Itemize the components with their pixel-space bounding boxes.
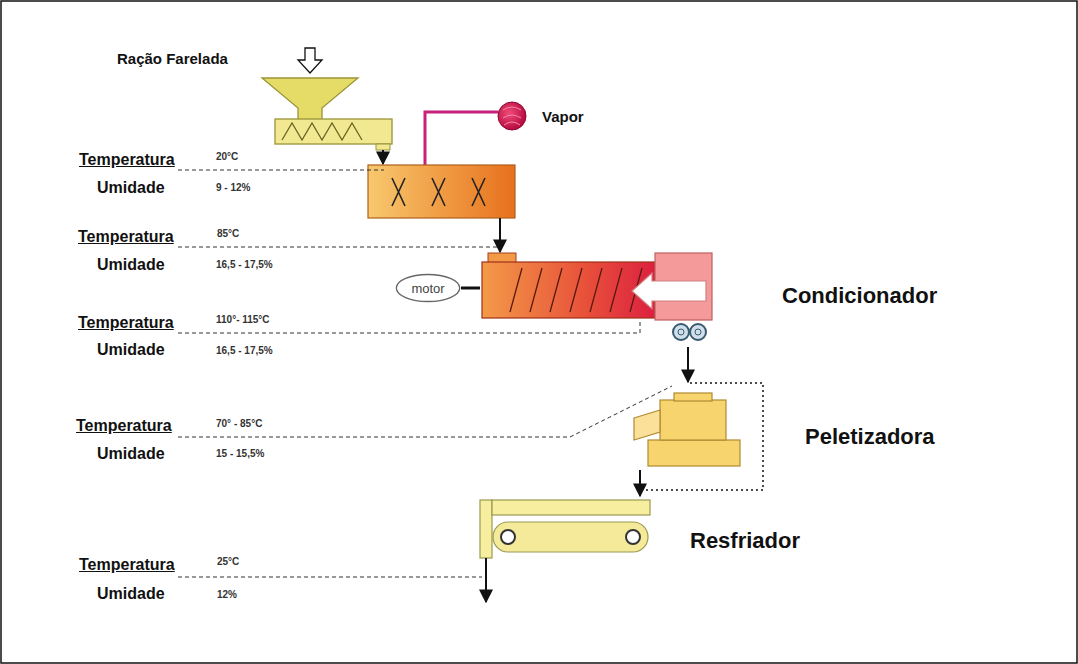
roller <box>690 324 706 340</box>
parameter-label: Umidade <box>97 445 165 463</box>
value-label: 70° - 85°C <box>216 418 262 430</box>
stream-label: Ração Farelada <box>117 50 228 67</box>
parameter-label: Umidade <box>97 585 165 603</box>
roller <box>673 324 689 340</box>
value-label: 110°- 115°C <box>216 314 270 326</box>
cooler-belt <box>493 522 648 552</box>
value-label: 15 - 15,5% <box>216 448 264 460</box>
cooler-top <box>492 500 650 515</box>
motor-label: motor <box>411 281 444 296</box>
parameter-label: Temperatura <box>79 151 175 169</box>
steam-pipe <box>425 112 498 165</box>
input-arrow <box>298 48 322 73</box>
recycle-line <box>644 383 763 490</box>
parameter-label: Temperatura <box>76 417 172 435</box>
equipment-label: Peletizadora <box>805 424 935 450</box>
equipment-box: Peletizadora <box>630 383 960 470</box>
pellet-mill-base <box>648 440 740 466</box>
value-label: 12% <box>217 589 237 601</box>
connector <box>639 470 641 496</box>
equipment-label: Condicionador <box>782 283 937 309</box>
cooler-post <box>480 500 492 558</box>
stream-label: Vapor <box>542 108 584 125</box>
parameter-label: Temperatura <box>78 228 174 246</box>
value-label: 16,5 - 17,5% <box>216 259 273 271</box>
connector <box>461 287 480 290</box>
steam-valve <box>498 102 526 130</box>
pellet-mill <box>660 400 726 440</box>
parameter-label: Umidade <box>97 179 165 197</box>
equipment-box: Resfriador <box>478 497 868 559</box>
value-label: 9 - 12% <box>216 182 250 194</box>
equipment-label: Resfriador <box>690 528 800 554</box>
value-label: 16,5 - 17,5% <box>216 345 273 357</box>
parameter-label: Temperatura <box>79 556 175 574</box>
motor-ellipse: motor <box>395 273 461 303</box>
value-label: 85°C <box>217 228 239 240</box>
leader-lines <box>178 170 672 577</box>
parameter-label: Temperatura <box>78 314 174 332</box>
screw-feeder <box>275 119 392 144</box>
parameter-label: Umidade <box>97 256 165 274</box>
connector <box>687 347 689 382</box>
mixer <box>368 165 515 218</box>
parameter-label: Umidade <box>97 341 165 359</box>
equipment-box: Condicionador <box>480 253 1010 347</box>
value-label: 25°C <box>217 556 239 568</box>
conditioner-screw <box>482 262 655 318</box>
value-label: 20°C <box>216 151 238 163</box>
hopper <box>262 78 358 120</box>
